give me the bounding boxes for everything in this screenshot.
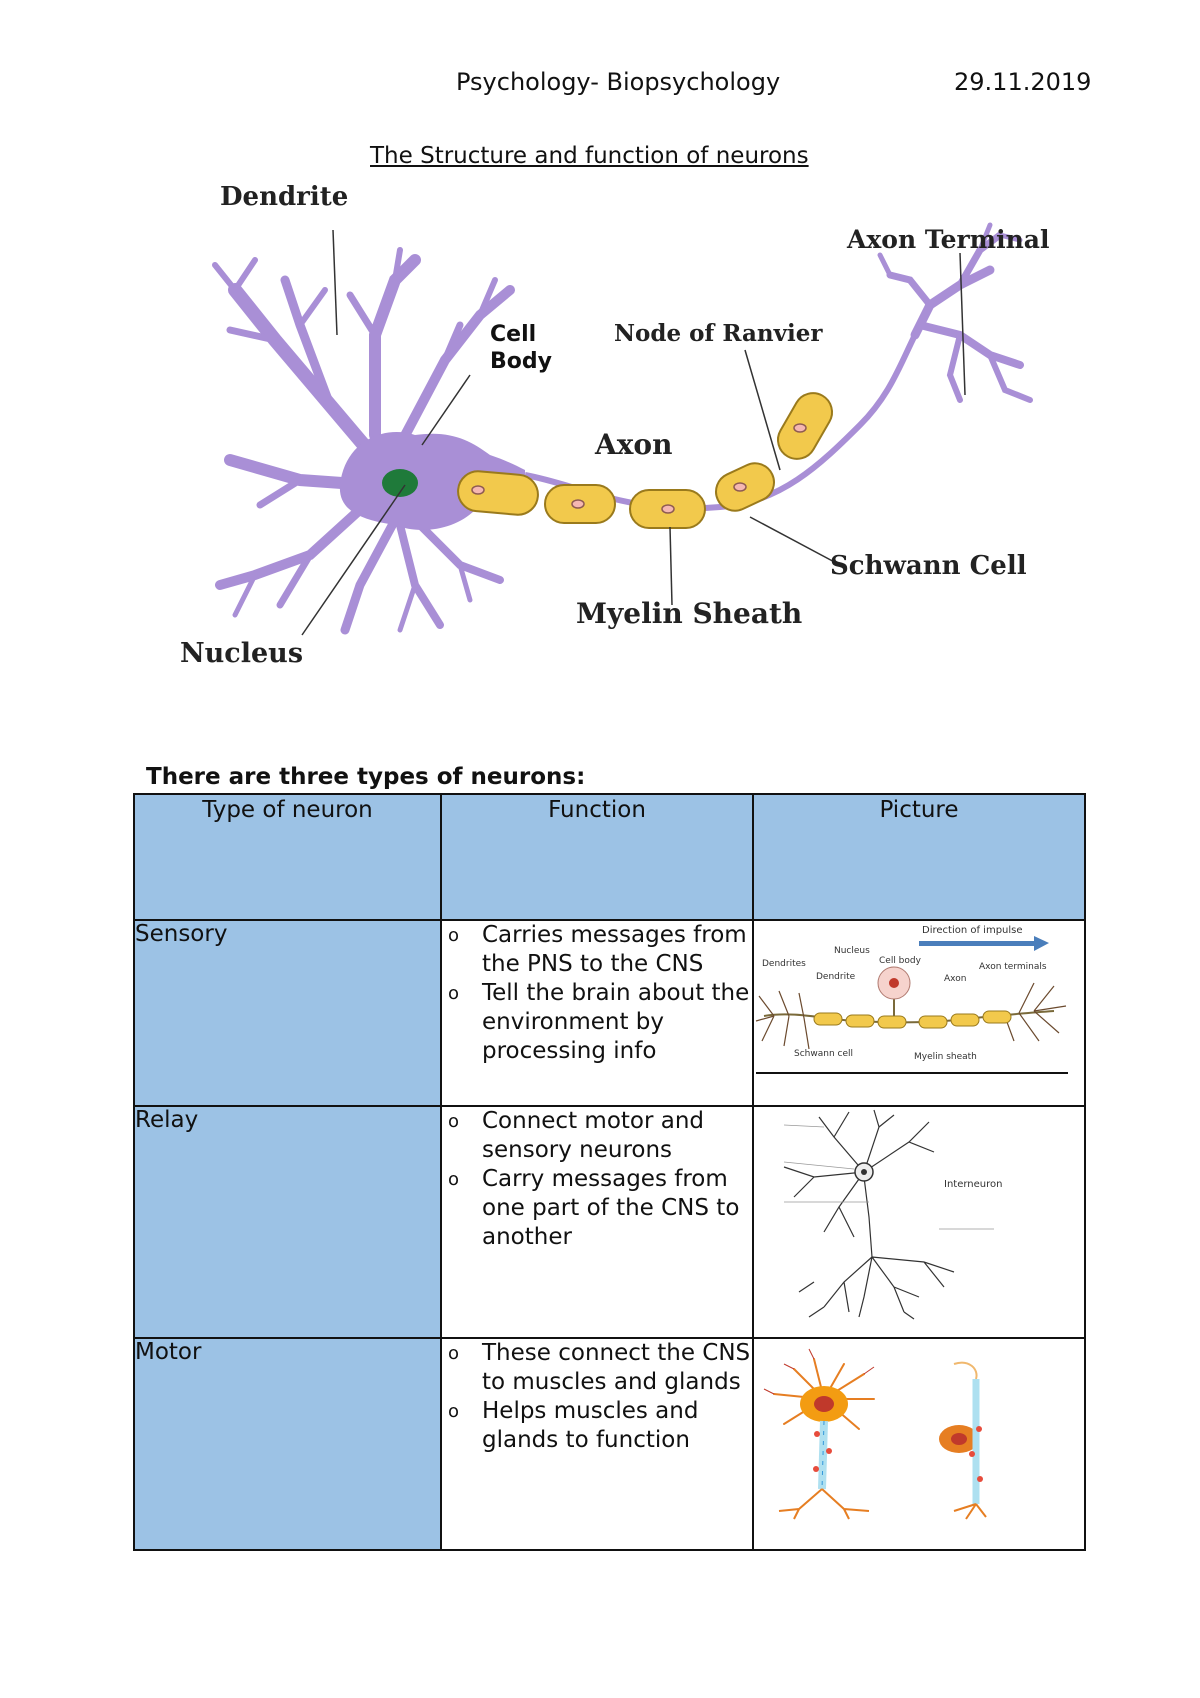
label-cell-body-line1: Cell	[490, 322, 536, 347]
label-axon-terminal: Axon Terminal	[846, 225, 1050, 254]
motor-neuron-image	[763, 1348, 987, 1520]
bullet-icon: o	[448, 925, 460, 946]
neuron-diagram: Dendrite Cell Body Node of Ranvier Axon …	[180, 185, 1050, 669]
table-header-row: Type of neuron Function Picture	[133, 793, 1086, 921]
header-date: 29.11.2019	[954, 68, 1092, 96]
label-node-of-ranvier: Node of Ranvier	[614, 320, 823, 347]
bullet-icon: o	[448, 983, 460, 1004]
label-interneuron: Interneuron	[944, 1179, 1002, 1190]
neuron-types-table: Type of neuron Function Picture Sensory …	[133, 793, 1086, 1551]
type-sensory: Sensory	[133, 919, 442, 1107]
schwann-cell-nuclei	[471, 423, 807, 514]
label-cell-body: Cell body	[879, 956, 922, 966]
label-nucleus: Nucleus	[834, 946, 870, 956]
label-dendrites: Dendrites	[762, 959, 806, 969]
bullet-icon: o	[448, 1169, 460, 1190]
label-direction-of-impulse: Direction of impulse	[922, 925, 1023, 936]
header-picture: Picture	[752, 793, 1086, 921]
nucleus	[382, 469, 418, 497]
pointer-lines	[301, 229, 966, 636]
document-title: The Structure and function of neurons	[370, 143, 809, 169]
type-motor: Motor	[133, 1337, 442, 1551]
picture-cell: Interneuron	[752, 1105, 1086, 1339]
picture-cell	[752, 1337, 1086, 1551]
label-dendrite: Dendrite	[220, 185, 348, 212]
neuron-types-intro: There are three types of neurons:	[146, 764, 586, 790]
picture-cell: Direction of impulse Nucleus	[752, 919, 1086, 1107]
header-function: Function	[440, 793, 754, 921]
label-cell-body-line2: Body	[490, 349, 552, 374]
relay-neuron-image: Interneuron	[783, 1109, 1002, 1320]
type-relay: Relay	[133, 1105, 442, 1339]
label-schwann-cell: Schwann cell	[794, 1049, 853, 1059]
bullet-icon: o	[448, 1343, 460, 1364]
header-type: Type of neuron	[133, 793, 442, 921]
label-axon: Axon	[944, 974, 966, 984]
label-axon-terminals: Axon terminals	[979, 962, 1047, 972]
label-myelin-sheath: Myelin Sheath	[576, 597, 802, 630]
label-myelin-sheath: Myelin sheath	[914, 1052, 977, 1062]
label-schwann-cell: Schwann Cell	[830, 551, 1027, 581]
bullet-icon: o	[448, 1111, 460, 1132]
bullet-icon: o	[448, 1401, 460, 1422]
label-axon: Axon	[594, 428, 672, 461]
header-subject: Psychology- Biopsychology	[456, 68, 781, 96]
label-nucleus: Nucleus	[180, 638, 303, 669]
label-dendrite: Dendrite	[816, 972, 856, 982]
axon-terminal-branches	[877, 222, 1033, 403]
sensory-neuron-image: Direction of impulse Nucleus	[755, 925, 1068, 1074]
dendrites	[212, 247, 515, 635]
